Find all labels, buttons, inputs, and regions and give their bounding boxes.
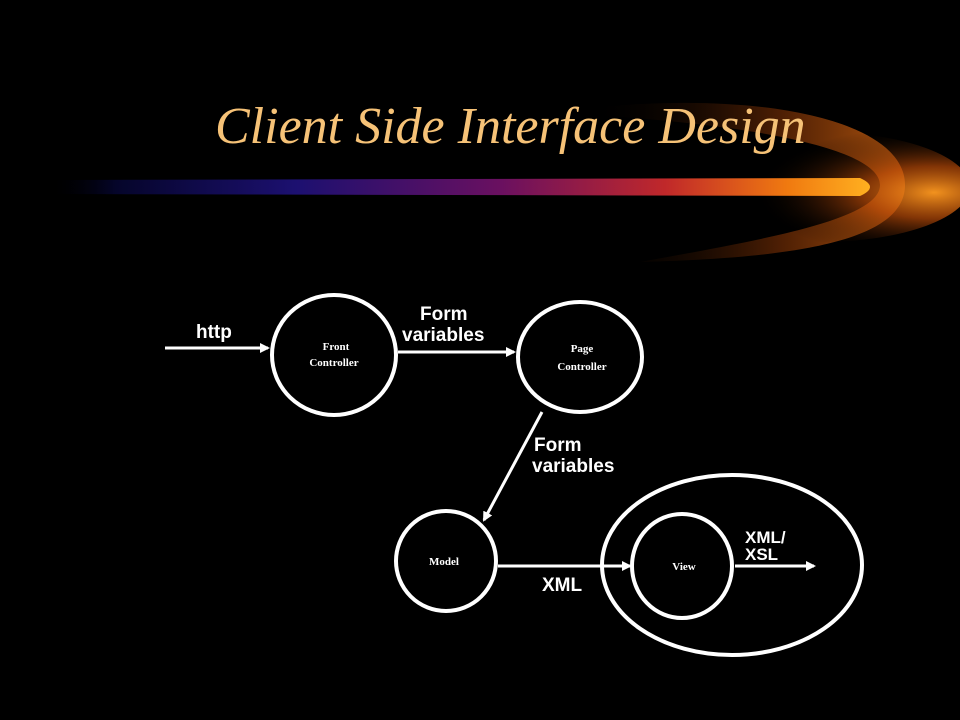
view-circle <box>630 512 734 620</box>
front-controller-label-1: Front <box>323 341 350 353</box>
front-controller-node: Front Controller <box>270 293 398 417</box>
front-to-page-label-2: variables <box>402 325 484 346</box>
page-controller-node: Page Controller <box>516 300 644 414</box>
front-controller-circle <box>270 293 398 417</box>
model-label: Model <box>429 556 459 568</box>
http-label: http <box>196 322 232 343</box>
front-to-page-label-1: Form <box>420 304 468 325</box>
slide-title: Client Side Interface Design <box>215 98 806 155</box>
page-to-model-label-1: Form <box>534 435 582 456</box>
view-label: View <box>672 561 695 573</box>
swoosh-bar <box>50 178 870 196</box>
front-controller-label-2: Controller <box>309 357 358 369</box>
view-output-label-2: XSL <box>745 545 778 564</box>
page-controller-label-2: Controller <box>557 361 606 373</box>
page-to-model-label-2: variables <box>532 456 614 477</box>
model-circle <box>394 509 498 613</box>
page-controller-circle <box>516 300 644 414</box>
page-to-model-arrow <box>482 411 544 522</box>
view-output-label-1: XML/ <box>745 528 786 547</box>
model-node: Model <box>394 509 498 613</box>
model-to-view-label: XML <box>542 575 583 596</box>
page-controller-label-1: Page <box>571 343 594 355</box>
view-node: View <box>600 473 864 657</box>
